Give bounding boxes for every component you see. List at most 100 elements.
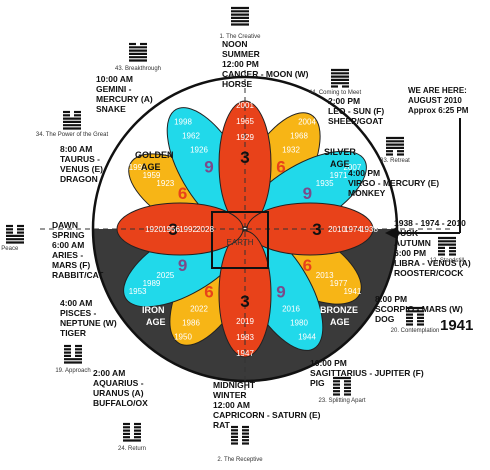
- hour-line: ARIES -: [52, 250, 83, 260]
- hour-line: 8:00 AM: [60, 144, 92, 154]
- hexagram-icon: [386, 136, 404, 156]
- hexagram-caption: 19. Approach: [55, 368, 90, 374]
- petal-red: [218, 230, 272, 358]
- hour-line: 4:00 PM: [348, 168, 380, 178]
- hour-line: VIRGO - MERCURY (E): [348, 178, 439, 188]
- petal-year: 1929: [236, 133, 254, 142]
- iron-age-line2: AGE: [146, 317, 166, 327]
- hour-line: RABBIT/CAT: [52, 270, 104, 280]
- hour-line: BUFFALO/OX: [93, 398, 148, 408]
- hour-line: VENUS (E): [60, 164, 103, 174]
- petal-number: 3: [240, 292, 249, 311]
- petal-year: 1959: [143, 171, 161, 180]
- petal-year: 2016: [282, 305, 300, 314]
- hexagram-caption: 43. Breakthrough: [115, 66, 161, 72]
- petal-year: 1983: [236, 333, 254, 342]
- petal-year: 2013: [316, 271, 334, 280]
- petal-year: 1935: [316, 179, 334, 188]
- hour-line: 12:00 PM: [222, 59, 259, 69]
- petal-year: 1974: [344, 225, 362, 234]
- hour-line: 10:00 AM: [96, 74, 133, 84]
- hour-line: 4:00 AM: [60, 298, 92, 308]
- hour-line: SAGITTARIUS - JUPITER (F): [310, 368, 424, 378]
- petal-year: 1923: [156, 179, 174, 188]
- petal-number: 3: [240, 148, 249, 167]
- hour-line: 2:00 PM: [328, 96, 360, 106]
- petal-year: 1998: [174, 118, 192, 127]
- age-labels: GOLDEN AGE SILVER AGE IRON AGE BRONZE AG…: [135, 147, 358, 327]
- hour-line: MIDNIGHT: [213, 380, 256, 390]
- hour-line: MONKEY: [348, 188, 386, 198]
- petal-shape: [218, 230, 272, 358]
- petal-number: 3: [312, 220, 321, 239]
- petal-year: 1968: [290, 131, 308, 140]
- petal-year: 1938: [360, 225, 378, 234]
- hexagram-caption: 44. Coming to Meet: [309, 90, 362, 96]
- petal-year: 2019: [236, 317, 254, 326]
- hour-line: AQUARIUS -: [93, 378, 144, 388]
- hour-line: SHEEP/GOAT: [328, 116, 384, 126]
- petal-year: 1962: [182, 131, 200, 140]
- hexagram-icon: [64, 344, 82, 364]
- petal-year: 1944: [298, 332, 316, 341]
- year-labels: 3200119651929620041968193292007197119353…: [129, 101, 379, 358]
- hour-line: DRAGON: [60, 174, 98, 184]
- hour-line: PIG: [310, 378, 325, 388]
- we-are-here-line3: Approx 6:25 PM: [408, 106, 469, 115]
- hour-line: SUMMER: [222, 49, 260, 59]
- hexagram-caption: 33. Retreat: [380, 158, 410, 164]
- hexagram-icon: [438, 236, 456, 256]
- hour-line: MERCURY (A): [96, 94, 153, 104]
- we-are-here-line2: AUGUST 2010: [408, 96, 462, 105]
- petal-year: 1932: [282, 145, 300, 154]
- hexagram-caption: 24. Return: [118, 446, 146, 452]
- hexagram-icon: [231, 425, 249, 445]
- hour-line: TIGER: [60, 328, 86, 338]
- petal-number: 9: [276, 282, 285, 301]
- hexagram-caption: 2. The Receptive: [217, 457, 263, 463]
- bronze-age-line1: BRONZE: [320, 305, 358, 315]
- petal-year: 2025: [156, 271, 174, 280]
- hour-line: CAPRICORN - SATURN (E): [213, 410, 321, 420]
- petal-year: 2028: [196, 225, 214, 234]
- hexagram-caption: 11. Peace: [0, 246, 19, 252]
- hour-line: DAWN: [52, 220, 78, 230]
- petal-number: 9: [303, 184, 312, 203]
- golden-age-line1: GOLDEN: [135, 150, 174, 160]
- hexagram-icon: [406, 306, 424, 326]
- hour-line: NOON: [222, 39, 248, 49]
- hexagram-icon: [123, 422, 141, 442]
- petal-year: 1971: [330, 171, 348, 180]
- hour-line: DOG: [375, 314, 395, 324]
- petal-year: 1926: [190, 145, 208, 154]
- hour-line: 10:00 PM: [310, 358, 347, 368]
- petal-year: 1965: [236, 117, 254, 126]
- hour-line: HORSE: [222, 79, 253, 89]
- hour-line: ROOSTER/COCK: [394, 268, 464, 278]
- hexagram-icon: [129, 42, 147, 62]
- petal-year: 1992: [179, 225, 197, 234]
- hour-line: TAURUS -: [60, 154, 100, 164]
- hexagram-caption: 23. Splitting Apart: [318, 398, 365, 404]
- petal-year: 1920: [145, 225, 163, 234]
- silver-age-line2: AGE: [330, 159, 350, 169]
- petal-year: 2001: [236, 101, 254, 110]
- hexagram-icon: [231, 6, 249, 26]
- we-are-here-callout: WE ARE HERE: AUGUST 2010 Approx 6:25 PM: [385, 86, 469, 239]
- petal-number: 6: [303, 256, 312, 275]
- petal-number: 9: [178, 256, 187, 275]
- petal-year: 2004: [298, 118, 316, 127]
- hour-line: MARS (F): [52, 260, 90, 270]
- hexagram-caption: 34. The Power of the Great: [36, 132, 109, 138]
- hexagram-icon: [333, 376, 351, 396]
- hexagram-icon: [6, 224, 24, 244]
- petal-year: 1980: [290, 319, 308, 328]
- petal-year: 1989: [143, 279, 161, 288]
- petal-year: 1977: [330, 279, 348, 288]
- hexagram-caption: 20. Contemplation: [391, 328, 440, 334]
- hour-line: AUTUMN: [394, 238, 431, 248]
- petal-year: 2022: [190, 305, 208, 314]
